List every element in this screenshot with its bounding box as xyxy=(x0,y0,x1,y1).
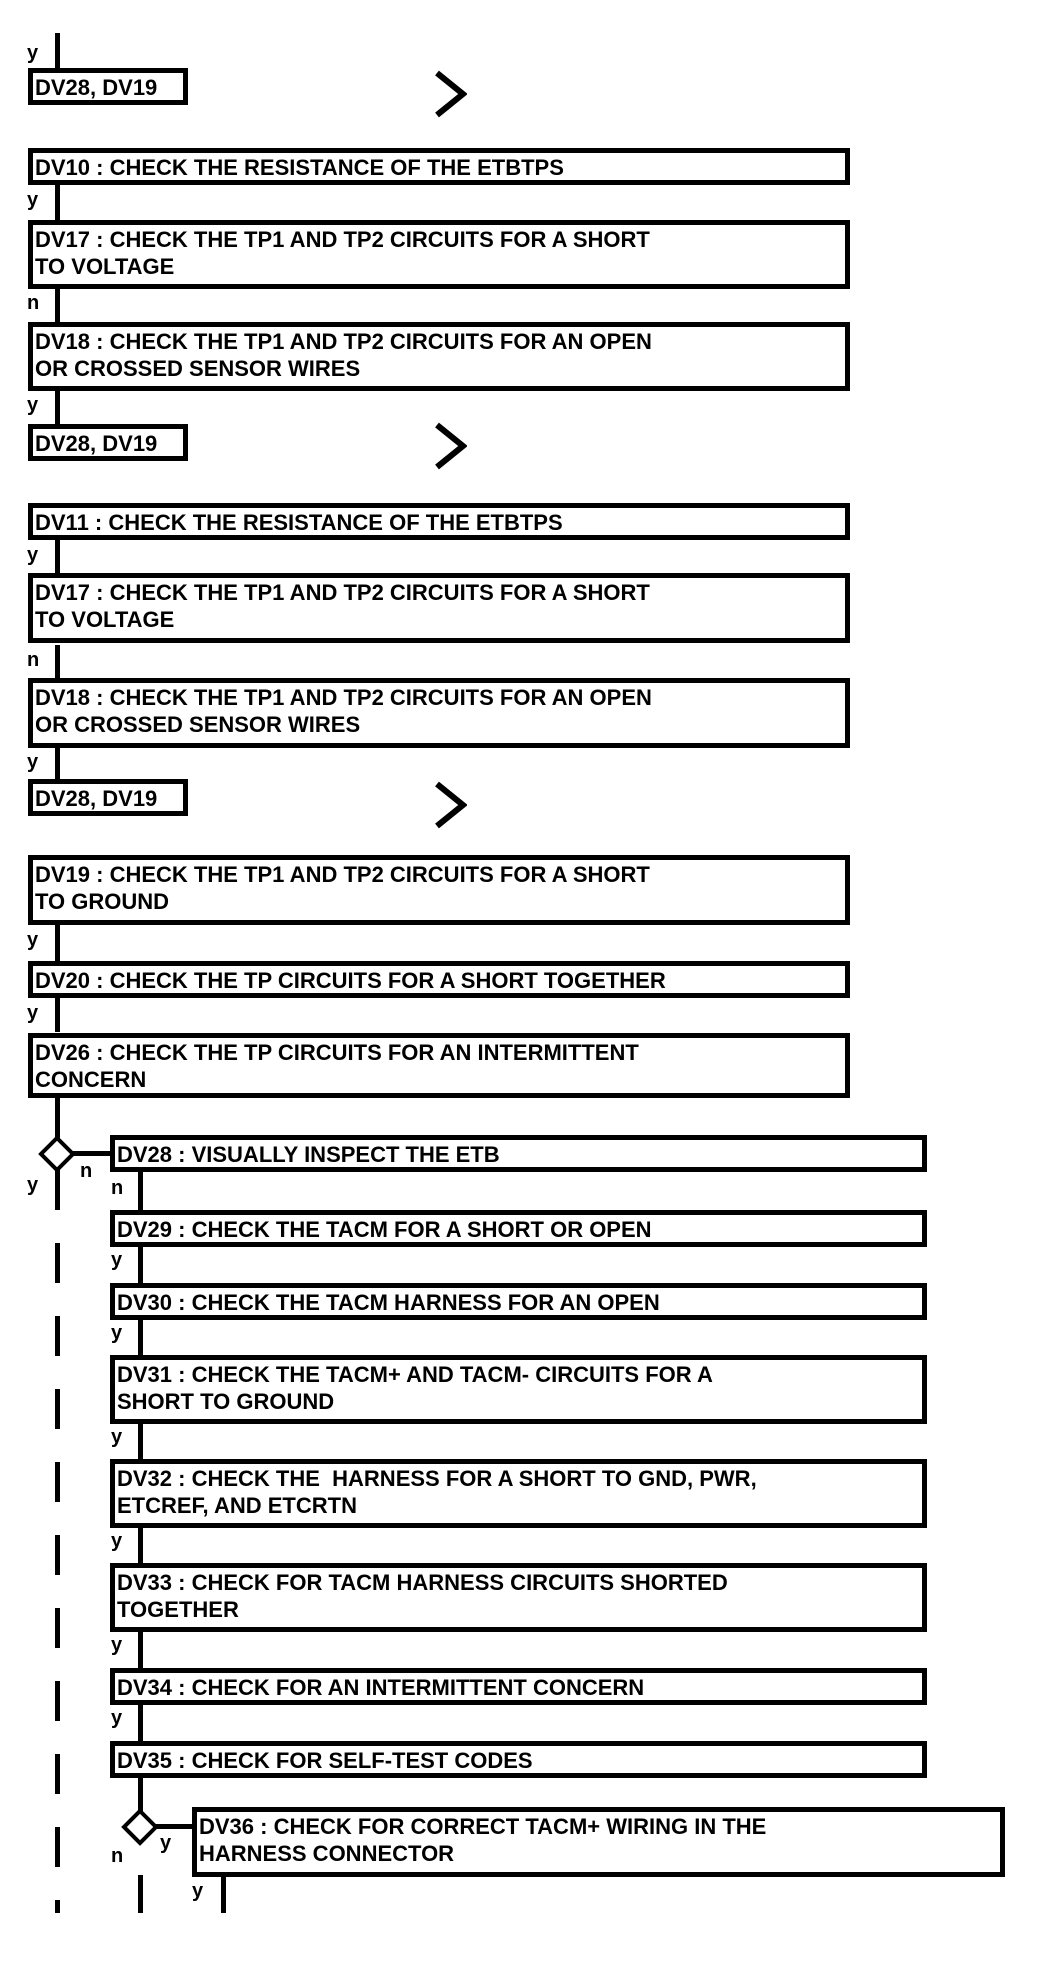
branch-label-yes: y xyxy=(111,1707,123,1729)
flow-node-dv26: DV26 : CHECK THE TP CIRCUITS FOR AN INTE… xyxy=(28,1033,850,1098)
flow-node-dv36: DV36 : CHECK FOR CORRECT TACM+ WIRING IN… xyxy=(192,1807,1005,1877)
branch-label-yes: y xyxy=(111,1322,123,1344)
flow-node-dv30: DV30 : CHECK THE TACM HARNESS FOR AN OPE… xyxy=(110,1283,927,1320)
flow-node-dv20: DV20 : CHECK THE TP CIRCUITS FOR A SHORT… xyxy=(28,961,850,998)
branch-label-yes: y xyxy=(111,1530,123,1552)
chevron-right-icon xyxy=(435,422,467,470)
flow-node-dv33: DV33 : CHECK FOR TACM HARNESS CIRCUITS S… xyxy=(110,1563,927,1632)
branch-label-yes: y xyxy=(27,751,39,773)
flow-line xyxy=(156,1824,194,1829)
flow-node-dv19: DV19 : CHECK THE TP1 AND TP2 CIRCUITS FO… xyxy=(28,855,850,925)
branch-label-no: n xyxy=(27,292,40,314)
flow-node-dv17: DV17 : CHECK THE TP1 AND TP2 CIRCUITS FO… xyxy=(28,220,850,289)
flow-node-dv28: DV28 : VISUALLY INSPECT THE ETB xyxy=(110,1135,927,1172)
flow-line xyxy=(138,1172,143,1212)
branch-label-yes: y xyxy=(192,1880,204,1902)
flow-node-dv10: DV10 : CHECK THE RESISTANCE OF THE ETBTP… xyxy=(28,148,850,185)
branch-label-yes: y xyxy=(27,189,39,211)
flow-node-dv29: DV29 : CHECK THE TACM FOR A SHORT OR OPE… xyxy=(110,1210,927,1247)
flow-line xyxy=(55,33,60,68)
flow-line xyxy=(55,390,60,426)
chevron-right-icon xyxy=(435,70,467,118)
flow-line xyxy=(55,185,60,222)
flow-node-dv18: DV18 : CHECK THE TP1 AND TP2 CIRCUITS FO… xyxy=(28,678,850,748)
flow-line xyxy=(55,1098,60,1140)
flow-line xyxy=(55,925,60,963)
branch-label-yes: y xyxy=(111,1634,123,1656)
branch-label-yes: y xyxy=(27,544,39,566)
branch-label-yes: y xyxy=(27,1002,39,1024)
branch-label-yes: y xyxy=(111,1426,123,1448)
flow-line xyxy=(55,540,60,575)
flow-line xyxy=(55,645,60,680)
decision-diamond-icon xyxy=(38,1135,76,1173)
chevron-right-icon xyxy=(435,781,467,829)
dashed-flow-line xyxy=(55,1210,60,1913)
branch-label-yes: y xyxy=(160,1832,172,1854)
flow-node-dv17: DV17 : CHECK THE TP1 AND TP2 CIRCUITS FO… xyxy=(28,573,850,643)
flow-line xyxy=(138,1778,143,1811)
branch-label-yes: y xyxy=(27,929,39,951)
flow-line xyxy=(55,1168,60,1210)
flow-line xyxy=(55,747,60,781)
flow-line xyxy=(72,1151,112,1156)
flow-node-dv32: DV32 : CHECK THE HARNESS FOR A SHORT TO … xyxy=(110,1459,927,1528)
flow-line xyxy=(138,1528,143,1565)
flow-line xyxy=(138,1705,143,1743)
flow-node-dv18: DV18 : CHECK THE TP1 AND TP2 CIRCUITS FO… xyxy=(28,322,850,391)
flow-node-dv11: DV11 : CHECK THE RESISTANCE OF THE ETBTP… xyxy=(28,503,850,540)
branch-label-no: n xyxy=(27,649,40,671)
decision-diamond-icon xyxy=(121,1808,159,1846)
flow-line xyxy=(55,288,60,324)
flow-line xyxy=(138,1424,143,1461)
branch-label-yes: y xyxy=(27,42,39,64)
jump-ref-box: DV28, DV19 xyxy=(28,779,188,816)
flow-node-dv35: DV35 : CHECK FOR SELF-TEST CODES xyxy=(110,1741,927,1778)
flow-line xyxy=(138,1247,143,1285)
branch-label-no: n xyxy=(111,1845,124,1867)
flow-node-dv31: DV31 : CHECK THE TACM+ AND TACM- CIRCUIT… xyxy=(110,1355,927,1424)
flow-line xyxy=(221,1877,226,1913)
branch-label-yes: y xyxy=(27,394,39,416)
branch-label-yes: y xyxy=(27,1174,39,1196)
flow-line xyxy=(138,1632,143,1670)
jump-ref-box: DV28, DV19 xyxy=(28,68,188,105)
flow-line xyxy=(55,998,60,1032)
branch-label-no: n xyxy=(111,1177,124,1199)
jump-ref-box: DV28, DV19 xyxy=(28,424,188,461)
branch-label-yes: y xyxy=(111,1249,123,1271)
flow-node-dv34: DV34 : CHECK FOR AN INTERMITTENT CONCERN xyxy=(110,1668,927,1705)
branch-label-no: n xyxy=(80,1160,93,1182)
flow-line xyxy=(138,1875,143,1913)
flow-line xyxy=(138,1320,143,1357)
